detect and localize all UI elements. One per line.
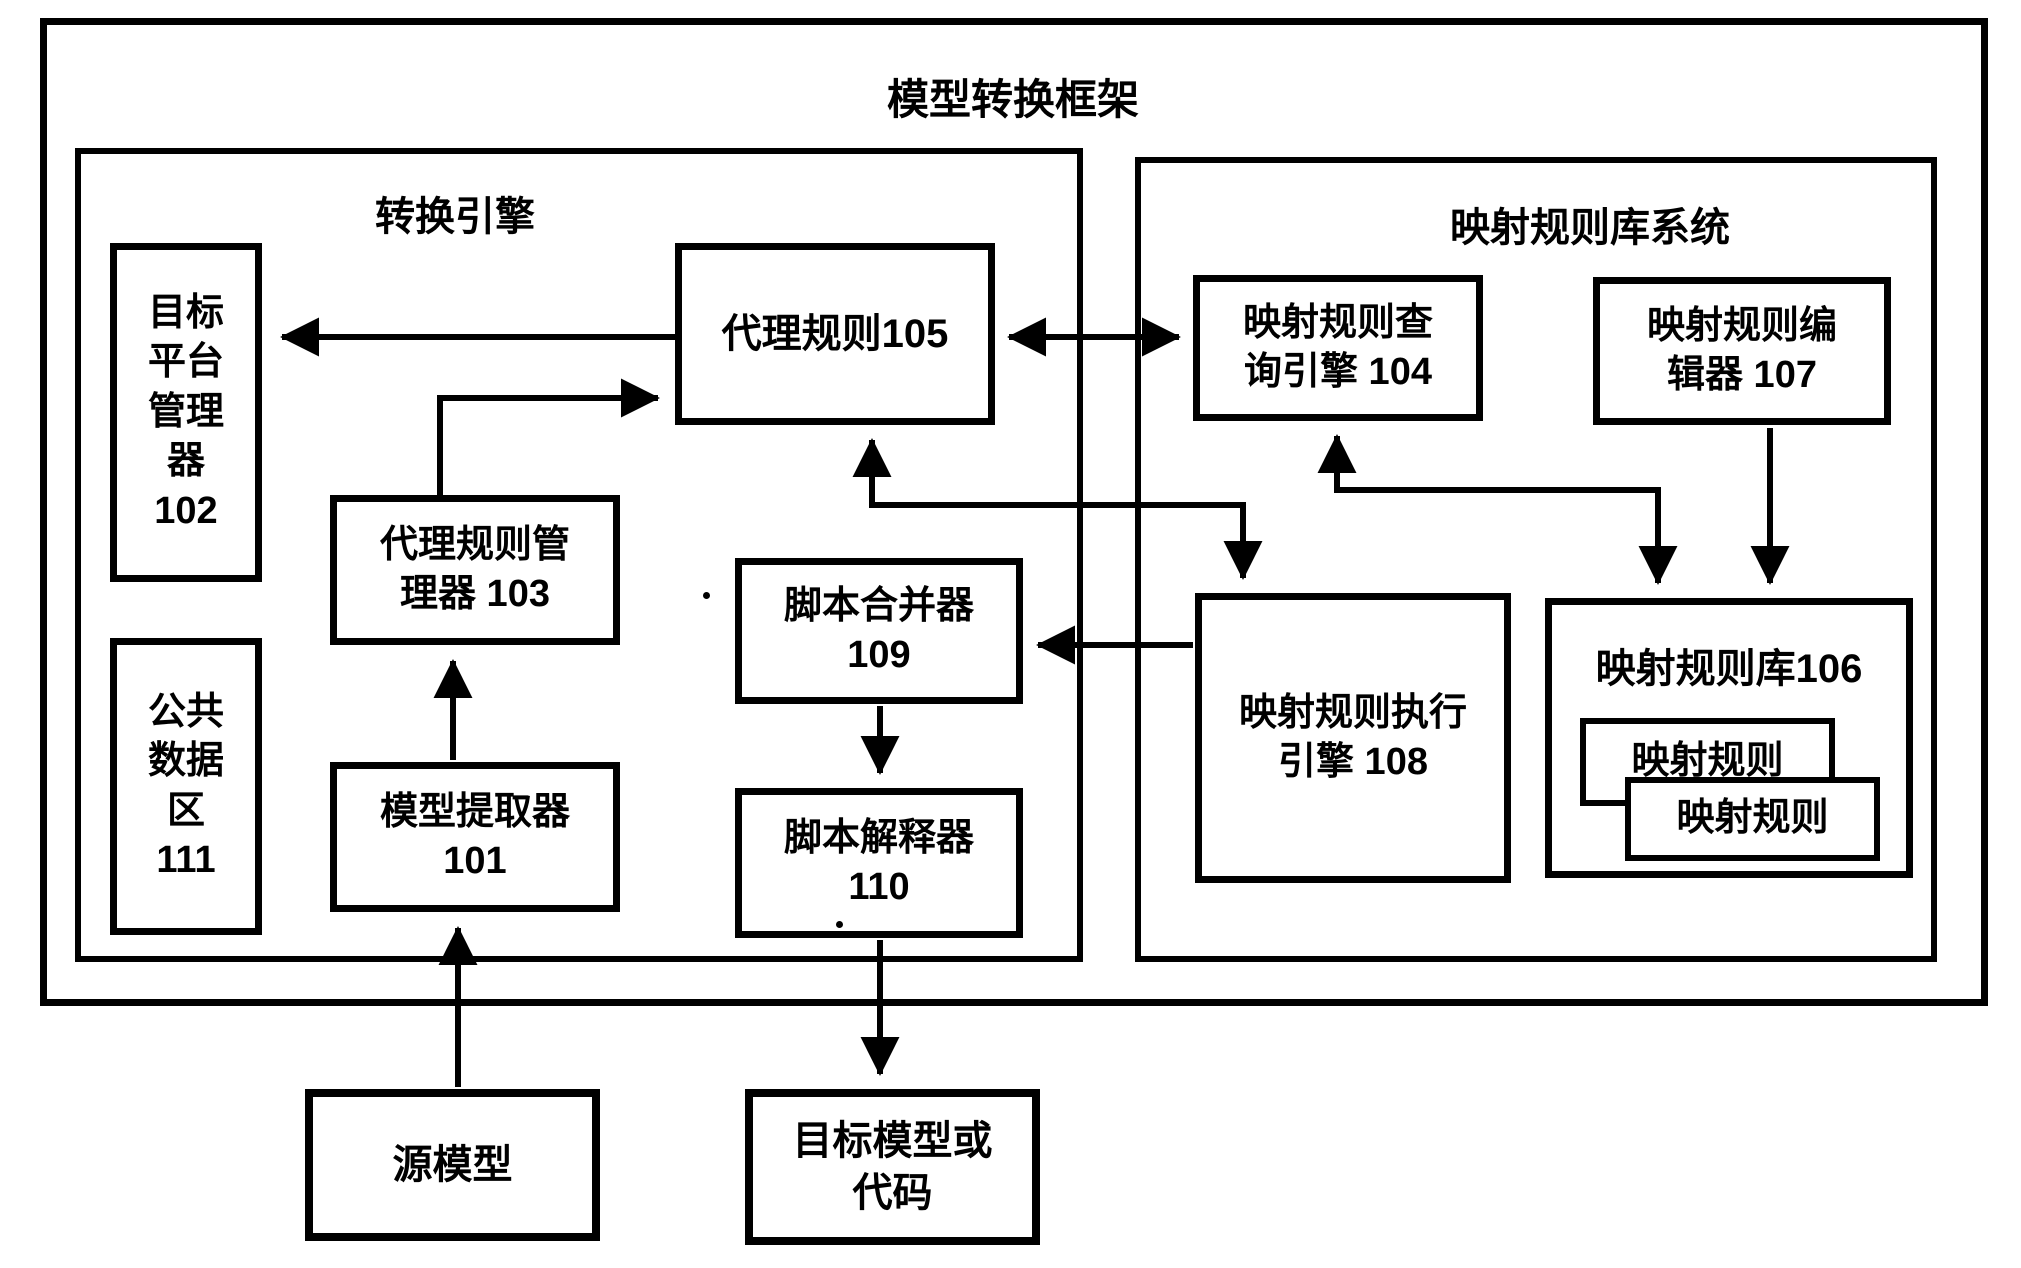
node-proxy-rule-105: 代理规则105 bbox=[675, 243, 995, 425]
ink-speck-1 bbox=[703, 592, 710, 599]
rule-card-1: 映射规则 bbox=[1580, 718, 1835, 806]
node-target-platform-manager-102: 目标 平台 管理 器 102 bbox=[110, 243, 262, 582]
rule-card-2: 映射规则 bbox=[1625, 777, 1880, 861]
node-common-data-area-111: 公共 数据 区 111 bbox=[110, 638, 262, 935]
node-mapping-rule-exec-engine-108: 映射规则执行 引擎 108 bbox=[1195, 593, 1511, 883]
rule-system-group-label: 映射规则库系统 bbox=[1450, 206, 1730, 250]
node-proxy-rule-manager-103: 代理规则管 理器 103 bbox=[330, 495, 620, 645]
node-script-interpreter-110: 脚本解释器 110 bbox=[735, 788, 1023, 938]
mapping-rule-library-label: 映射规则库106 bbox=[1595, 647, 1863, 691]
node-mapping-rule-library-106: 映射规则库106 映射规则 映射规则 bbox=[1545, 598, 1913, 878]
node-source-model: 源模型 bbox=[305, 1089, 600, 1241]
diagram-title: 模型转换框架 bbox=[886, 76, 1139, 123]
node-script-merger-109: 脚本合并器 109 bbox=[735, 558, 1023, 704]
outer-frame bbox=[40, 18, 1988, 1006]
node-target-model-or-code: 目标模型或 代码 bbox=[745, 1089, 1040, 1245]
node-model-extractor-101: 模型提取器 101 bbox=[330, 762, 620, 912]
node-mapping-rule-editor-107: 映射规则编 辑器 107 bbox=[1593, 277, 1891, 425]
ink-speck-2 bbox=[836, 921, 843, 928]
engine-group-label: 转换引擎 bbox=[375, 195, 535, 239]
node-mapping-rule-query-engine-104: 映射规则查 询引擎 104 bbox=[1193, 275, 1483, 421]
